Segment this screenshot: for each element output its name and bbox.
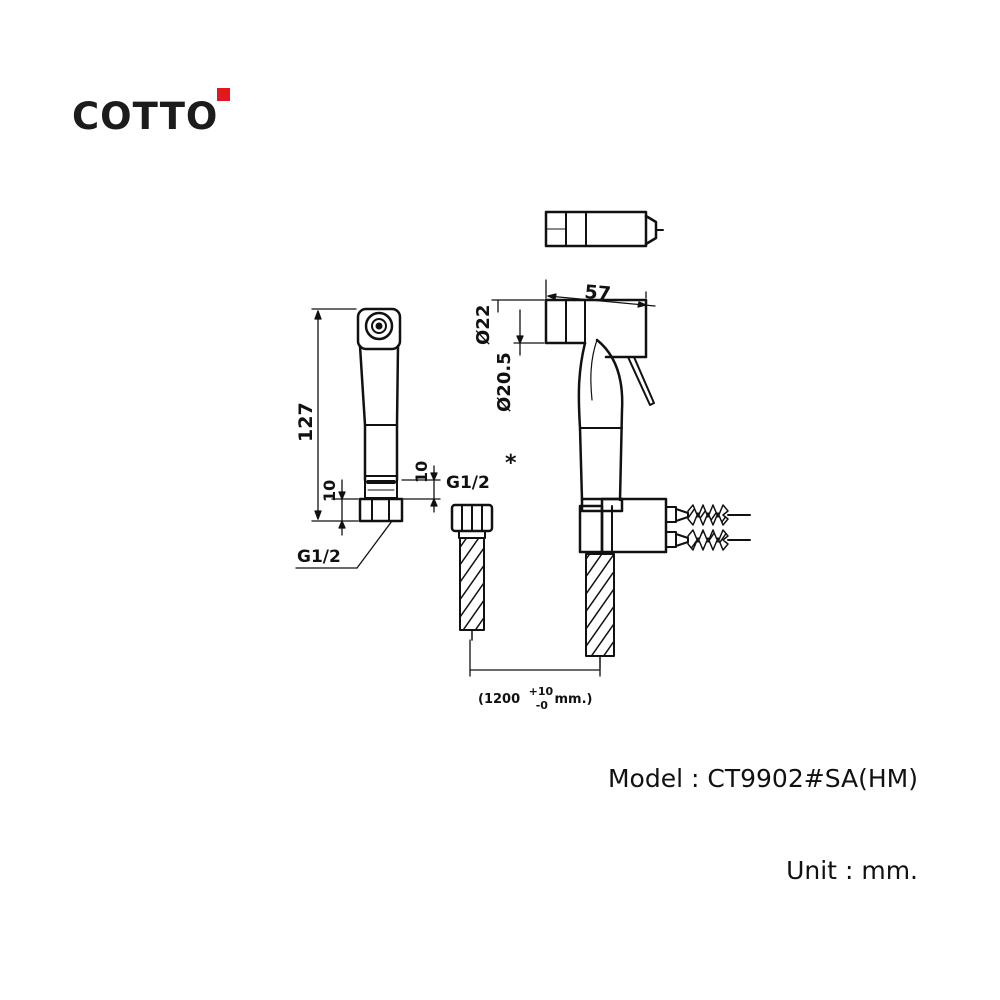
dim-hose-length: (1200 +10 -0 mm.) bbox=[478, 684, 592, 713]
hose-unit: mm.) bbox=[554, 692, 592, 707]
model-value: CT9902#SA(HM) bbox=[707, 764, 918, 793]
dim-dia-22: Ø22 bbox=[473, 305, 494, 345]
dim-thread-left: G1/2 bbox=[297, 547, 341, 567]
model-separator: : bbox=[691, 764, 700, 793]
unit-value: mm. bbox=[861, 856, 918, 885]
model-label: Model bbox=[607, 764, 684, 793]
dimension-lines-left bbox=[295, 308, 441, 569]
dim-10-right: 10 bbox=[412, 461, 431, 483]
dimension-lines-right bbox=[469, 279, 656, 677]
brand-name: COTTO bbox=[72, 95, 219, 138]
top-view-spray-head bbox=[544, 210, 664, 248]
hose-length-open: (1200 bbox=[478, 692, 520, 707]
dim-10-left: 10 bbox=[320, 480, 339, 502]
unit-separator: : bbox=[844, 856, 854, 885]
side-view-body bbox=[544, 298, 751, 554]
dim-thread-hose: G1/2 bbox=[446, 473, 490, 493]
brand-square-icon bbox=[217, 88, 230, 101]
hose bbox=[450, 503, 615, 669]
dim-127: 127 bbox=[295, 402, 317, 442]
hose-tol-minus: -0 bbox=[536, 699, 549, 712]
dim-57: 57 bbox=[584, 281, 612, 305]
unit-line: Unit : mm. bbox=[786, 856, 918, 885]
front-view-body bbox=[356, 307, 404, 523]
hose-tol-plus: +10 bbox=[529, 685, 554, 698]
dim-dia-20-5: Ø20.5 bbox=[494, 352, 515, 412]
unit-label: Unit bbox=[786, 856, 837, 885]
model-line: Model : CT9902#SA(HM) bbox=[608, 764, 918, 793]
dim-asterisk: * bbox=[505, 451, 517, 476]
